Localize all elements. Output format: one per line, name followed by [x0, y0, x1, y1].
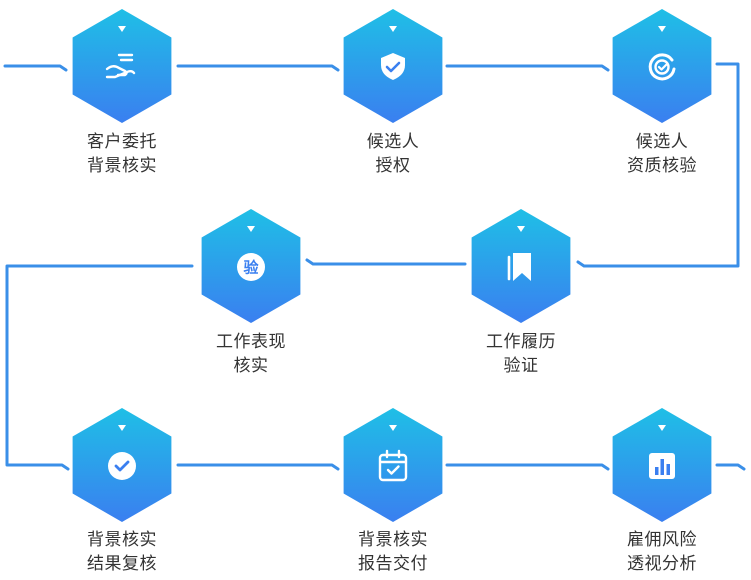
hand-money-icon [105, 53, 136, 79]
marker-triangle-icon [658, 26, 666, 32]
marker-triangle-icon [118, 26, 126, 32]
connector-4-5 [305, 258, 467, 266]
verify-badge-text: 验 [243, 259, 259, 277]
step-label-1: 客户委托背景核实 [42, 130, 202, 178]
connector-7-8 [445, 463, 610, 471]
connector-entry [3, 64, 68, 72]
step-label-line: 结果复核 [87, 554, 157, 574]
connector-exit [715, 463, 746, 471]
connector-2-3 [445, 64, 610, 72]
step-label-line: 工作表现 [216, 332, 286, 352]
step-label-3: 候选人资质核验 [582, 130, 742, 178]
step-label-7: 背景核实报告交付 [313, 528, 473, 576]
marker-triangle-icon [658, 425, 666, 431]
calendar-check-icon [378, 449, 408, 482]
step-label-line: 报告交付 [358, 554, 428, 574]
step-label-2: 候选人授权 [313, 130, 473, 178]
marker-triangle-icon [389, 26, 397, 32]
step-node-4 [471, 209, 571, 323]
step-node-6 [72, 408, 172, 522]
verify-badge-icon: 验 [237, 253, 265, 281]
step-label-line: 透视分析 [627, 554, 697, 574]
step-label-line: 候选人 [366, 132, 420, 152]
bookmark-icon [507, 253, 531, 281]
step-node-7 [343, 408, 443, 522]
step-label-8: 雇佣风险透视分析 [582, 528, 742, 576]
step-label-line: 候选人 [635, 132, 689, 152]
step-label-line: 核实 [233, 356, 269, 376]
step-label-5: 工作表现核实 [171, 330, 331, 378]
marker-triangle-icon [247, 226, 255, 232]
step-label-line: 验证 [503, 356, 539, 376]
step-node-5: 验 [201, 209, 301, 323]
connector-5-6 [5, 264, 194, 471]
connector-6-7 [176, 463, 340, 471]
step-label-4: 工作履历验证 [441, 330, 601, 378]
marker-triangle-icon [517, 226, 525, 232]
marker-triangle-icon [118, 425, 126, 431]
check-circle-icon [648, 53, 676, 81]
step-label-line: 资质核验 [627, 156, 697, 176]
step-label-line: 客户委托 [87, 132, 157, 152]
check-circle-icon [108, 452, 136, 480]
hexagon-shape [72, 9, 172, 123]
step-label-line: 雇佣风险 [627, 530, 697, 550]
step-label-line: 工作履历 [486, 332, 556, 352]
shield-check-icon [381, 53, 405, 80]
marker-triangle-icon [389, 425, 397, 431]
step-label-line: 背景核实 [87, 156, 157, 176]
hexagon-shape [612, 9, 712, 123]
step-node-8 [612, 408, 712, 522]
bar-chart-icon [649, 453, 675, 479]
connector-1-2 [176, 64, 340, 72]
connector-3-4 [576, 62, 740, 268]
step-node-1 [72, 9, 172, 123]
step-node-3 [612, 9, 712, 123]
step-label-line: 背景核实 [358, 530, 428, 550]
step-node-2 [343, 9, 443, 123]
hexagon-shape [343, 408, 443, 522]
step-label-6: 背景核实结果复核 [42, 528, 202, 576]
step-label-line: 授权 [375, 156, 411, 176]
step-label-line: 背景核实 [87, 530, 157, 550]
connectors [3, 62, 746, 471]
